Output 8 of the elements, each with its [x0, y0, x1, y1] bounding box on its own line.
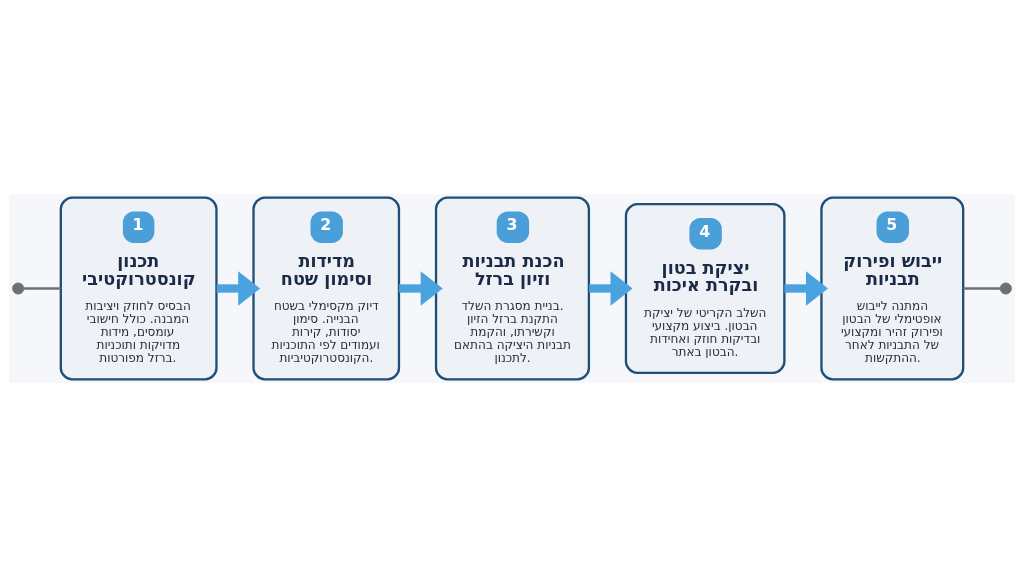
arrow: [399, 270, 443, 306]
node-circle: [999, 281, 1012, 295]
node-circle: [12, 281, 25, 295]
arrow: [589, 270, 633, 306]
arrow: [784, 270, 829, 306]
connector: [23, 286, 61, 290]
arrow: [216, 270, 261, 306]
connector: [963, 286, 1001, 290]
